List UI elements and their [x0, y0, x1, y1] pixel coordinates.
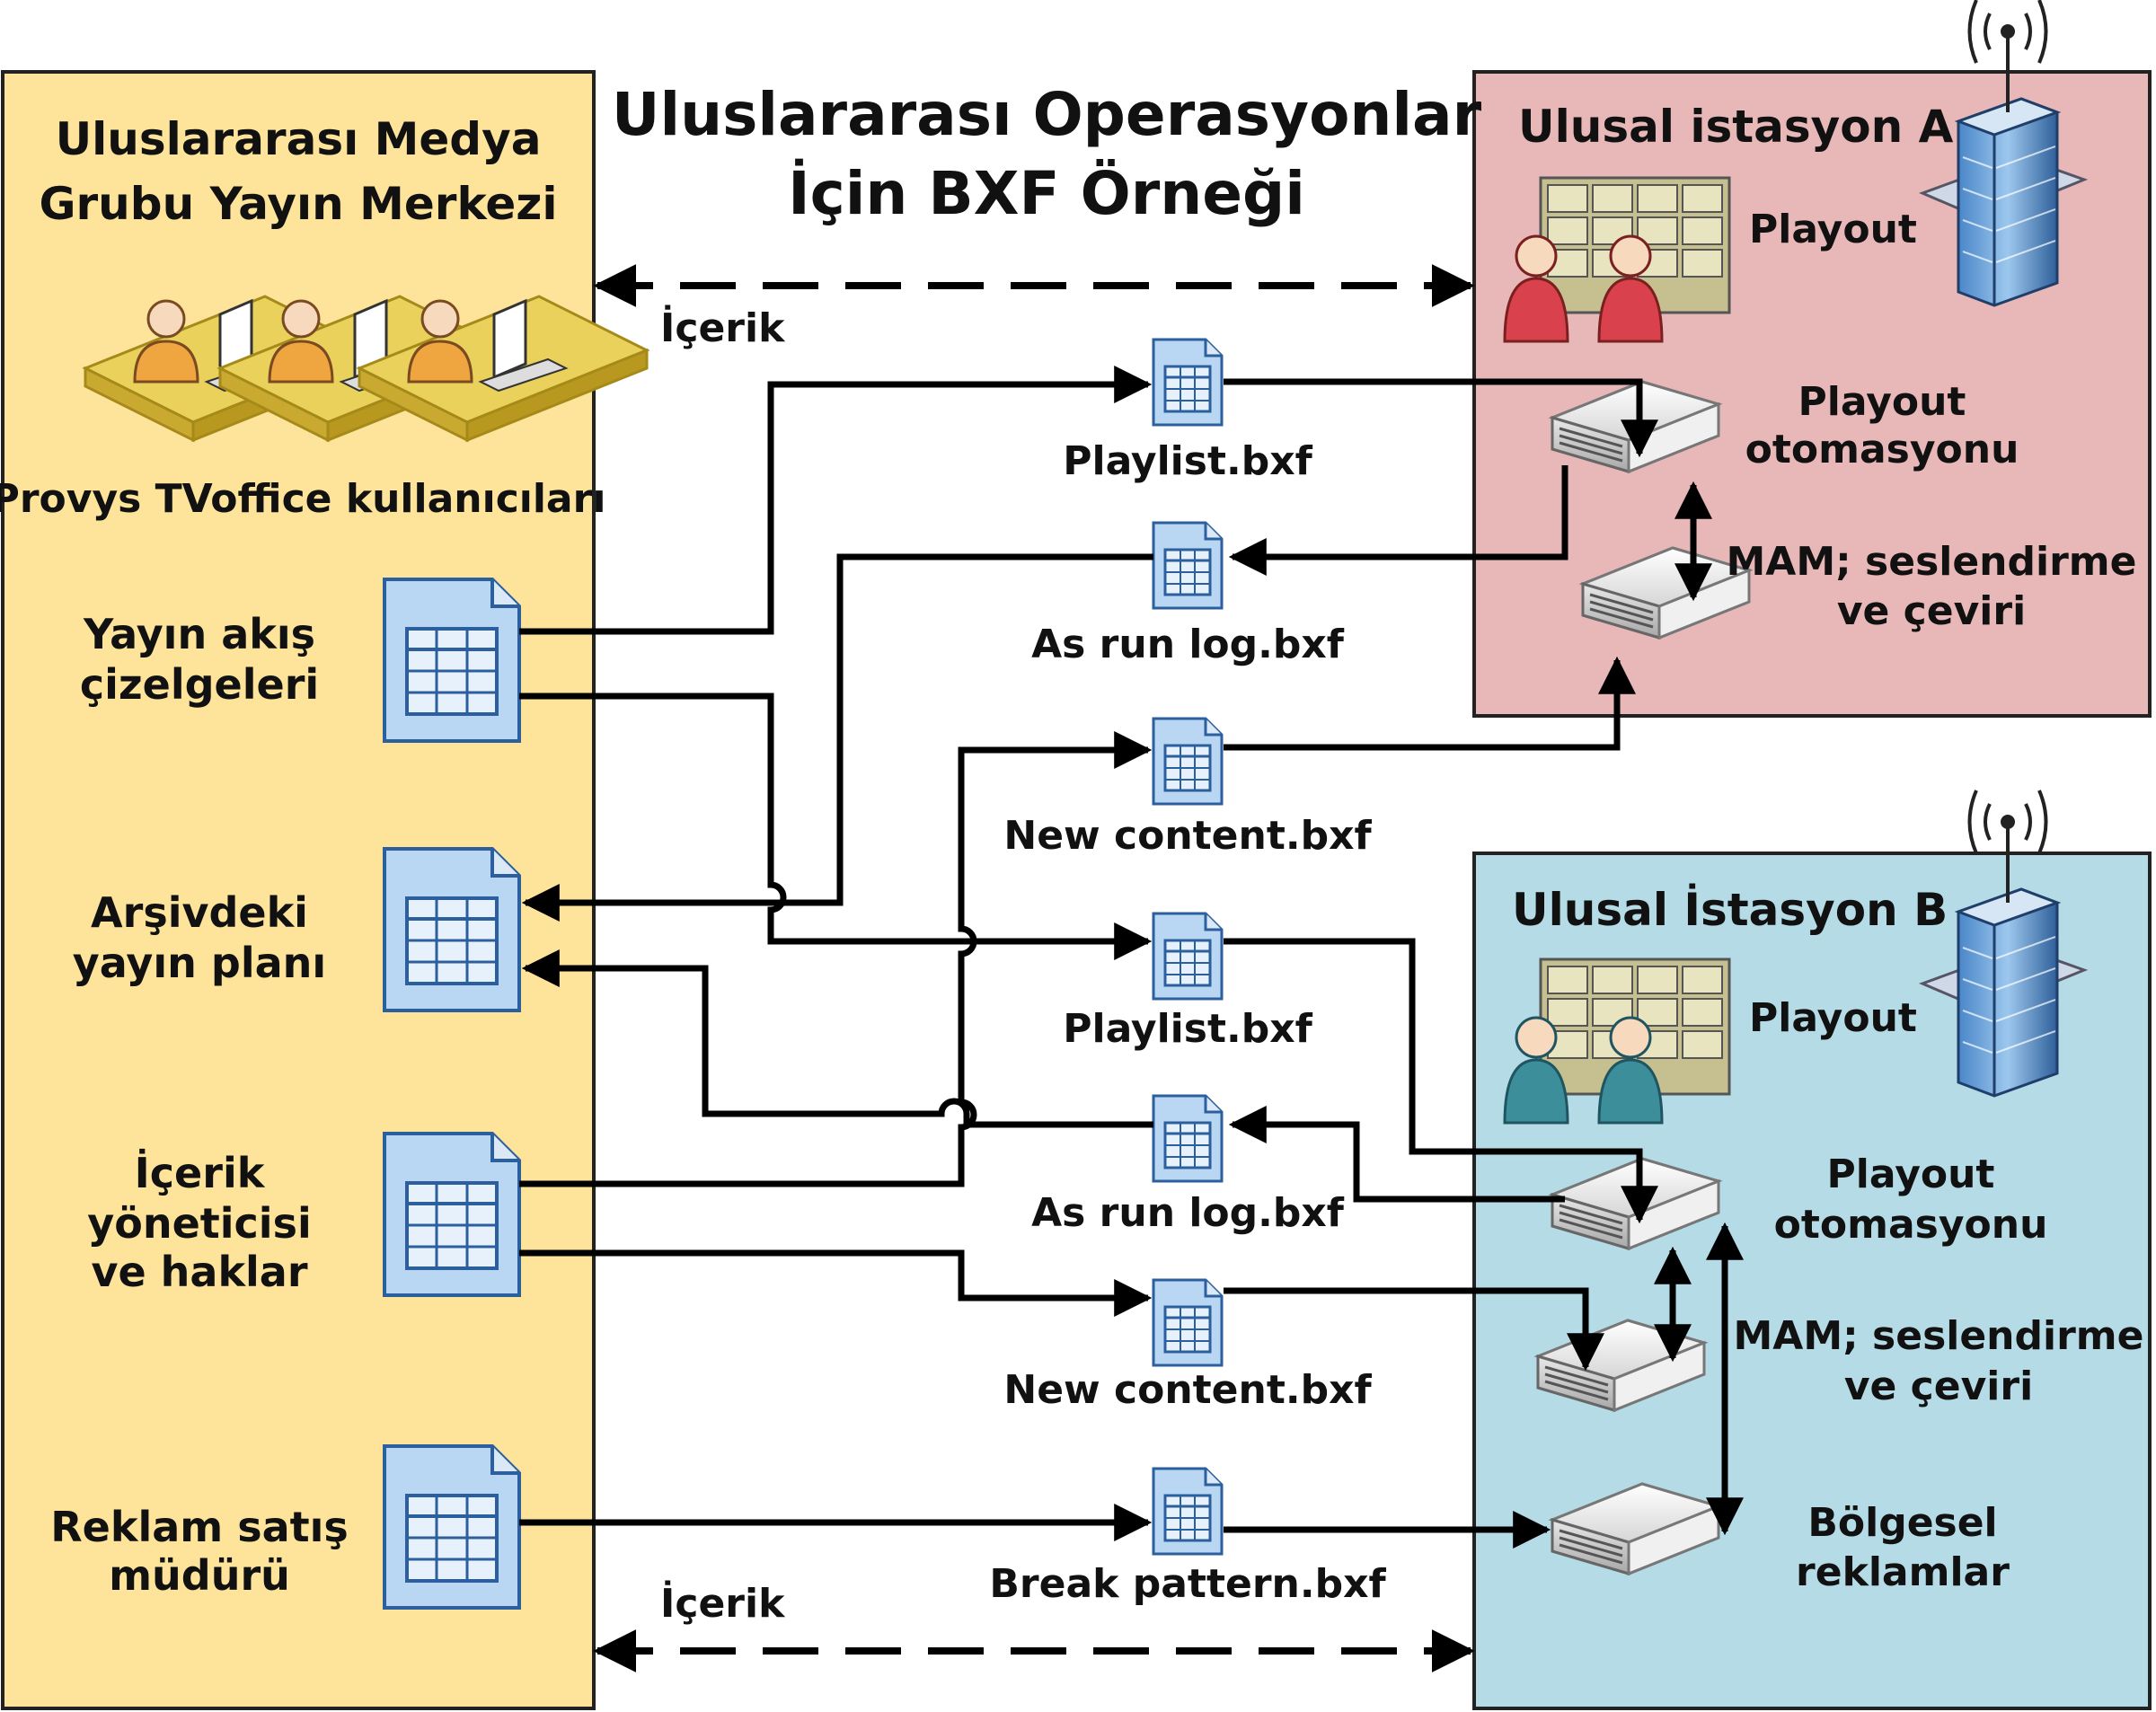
operators-icon	[1503, 176, 1731, 343]
station-b-mam-line2: ve çeviri	[1844, 1363, 2033, 1409]
bxf-file-label: Playlist.bxf	[1063, 1006, 1312, 1052]
hub-item-schedules-line2: çizelgeleri	[80, 660, 319, 709]
flow-line	[1228, 1106, 1565, 1203]
flow-line	[521, 949, 1153, 1128]
content-label-bottom: İçerik	[660, 1579, 786, 1627]
bxf-file-icon	[1152, 912, 1224, 1001]
bxf-file-label: New content.bxf	[1003, 813, 1372, 859]
bxf-file-icon	[1152, 521, 1224, 610]
bxf-file-label: Playlist.bxf	[1063, 438, 1312, 484]
document-icon	[383, 578, 521, 743]
hub-item-content-line3: ve haklar	[91, 1248, 307, 1296]
bxf-file-icon	[1152, 1467, 1224, 1556]
hub-item-schedules-line1: Yayın akış	[83, 610, 315, 658]
bxf-file-icon	[1152, 338, 1224, 427]
station-a-playout: Playout	[1749, 207, 1917, 252]
flow-line	[519, 1249, 1153, 1317]
bxf-file-label: Break pattern.bxf	[989, 1561, 1386, 1607]
hub-item-content-line1: İçerik	[135, 1149, 266, 1197]
flow-line	[1224, 656, 1636, 751]
station-b-automation-line1: Playout	[1827, 1152, 1995, 1197]
diagram-title-line2: İçin BXF Örneği	[788, 159, 1305, 228]
diagram-title-line1: Uluslararası Operasyonlar	[612, 80, 1482, 149]
document-icon	[383, 847, 521, 1012]
bxf-file-icon	[1152, 717, 1224, 806]
bxf-file-icon	[1152, 1094, 1224, 1183]
bxf-file-icon	[1152, 1278, 1224, 1367]
users-label: Provys TVoffice kullanıcıları	[0, 476, 605, 522]
station-a-title: Ulusal istasyon A	[1518, 101, 1954, 153]
operators-icon	[1503, 957, 1731, 1125]
flow-line	[519, 366, 1153, 635]
station-b-regional-line2: reklamlar	[1796, 1549, 2010, 1595]
hub-title-line1: Uluslararası Medya	[56, 113, 542, 165]
flow-line	[521, 553, 1153, 922]
hub-item-content-line2: yöneticisi	[87, 1199, 311, 1248]
flow-line	[1224, 378, 1658, 458]
flow-line	[1224, 1287, 1604, 1372]
station-b-playout: Playout	[1749, 995, 1917, 1041]
bxf-file-label: As run log.bxf	[1031, 1190, 1345, 1236]
hub-item-ads-line2: müdürü	[109, 1551, 290, 1600]
hub-title-line2: Grubu Yayın Merkezi	[39, 178, 557, 230]
hub-item-archive-line2: yayın planı	[73, 939, 326, 987]
document-icon	[383, 1132, 521, 1297]
bxf-file-label: As run log.bxf	[1031, 622, 1345, 667]
station-b-regional-line1: Bölgesel	[1807, 1500, 1997, 1546]
station-b-title: Ulusal İstasyon B	[1512, 884, 1948, 936]
station-a-mam-line2: ve çeviri	[1837, 588, 2026, 634]
station-b-mam-line1: MAM; seslendirme	[1734, 1313, 2144, 1359]
hub-item-ads-line1: Reklam satış	[50, 1503, 349, 1551]
document-icon	[383, 1444, 521, 1610]
flow-line	[1224, 938, 1658, 1224]
station-a-automation-line2: otomasyonu	[1745, 427, 2019, 472]
content-label-top: İçerik	[660, 304, 786, 351]
station-a-automation-line1: Playout	[1798, 379, 1966, 425]
flow-line	[1228, 465, 1568, 576]
station-a-mam-line1: MAM; seslendirme	[1727, 539, 2137, 585]
flow-line	[519, 693, 1153, 960]
hub-item-archive-line1: Arşivdeki	[91, 888, 308, 937]
bxf-file-label: New content.bxf	[1003, 1367, 1372, 1413]
station-b-automation-line2: otomasyonu	[1774, 1202, 2048, 1248]
